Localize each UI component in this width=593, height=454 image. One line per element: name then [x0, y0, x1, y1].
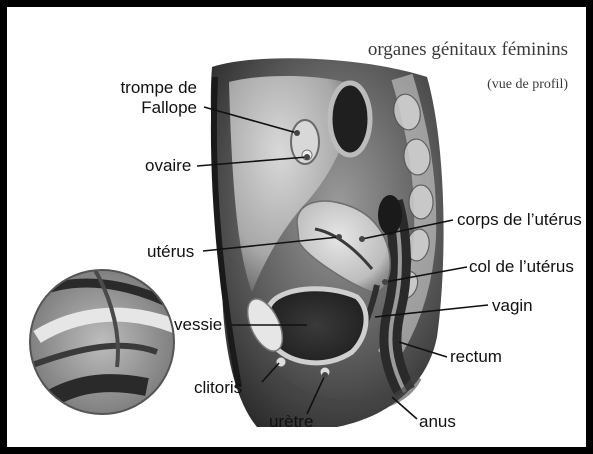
label-anus: anus [419, 412, 456, 432]
anatomy-illustration [7, 7, 593, 454]
label-uterus: utérus [147, 242, 194, 262]
label-vessie: vessie [174, 315, 222, 335]
label-trompe-de-fallope: trompe de Fallope [107, 78, 197, 118]
label-rectum: rectum [450, 347, 502, 367]
label-trompe-line2: Fallope [107, 98, 197, 118]
label-col-de-l-uterus: col de l’utérus [469, 257, 574, 277]
label-corps-de-l-uterus: corps de l’utérus [457, 210, 582, 230]
label-ovaire: ovaire [145, 156, 191, 176]
label-vagin: vagin [492, 296, 533, 316]
pelvis-section [211, 58, 444, 427]
label-uretre: urètre [269, 412, 313, 432]
diagram-subtitle: (vue de profil) [487, 77, 568, 93]
label-trompe-line1: trompe de [107, 78, 197, 98]
label-clitoris: clitoris [194, 378, 242, 398]
inset-view [27, 257, 177, 414]
diagram-title: organes génitaux féminins [368, 39, 568, 61]
leader-anus [392, 397, 417, 419]
